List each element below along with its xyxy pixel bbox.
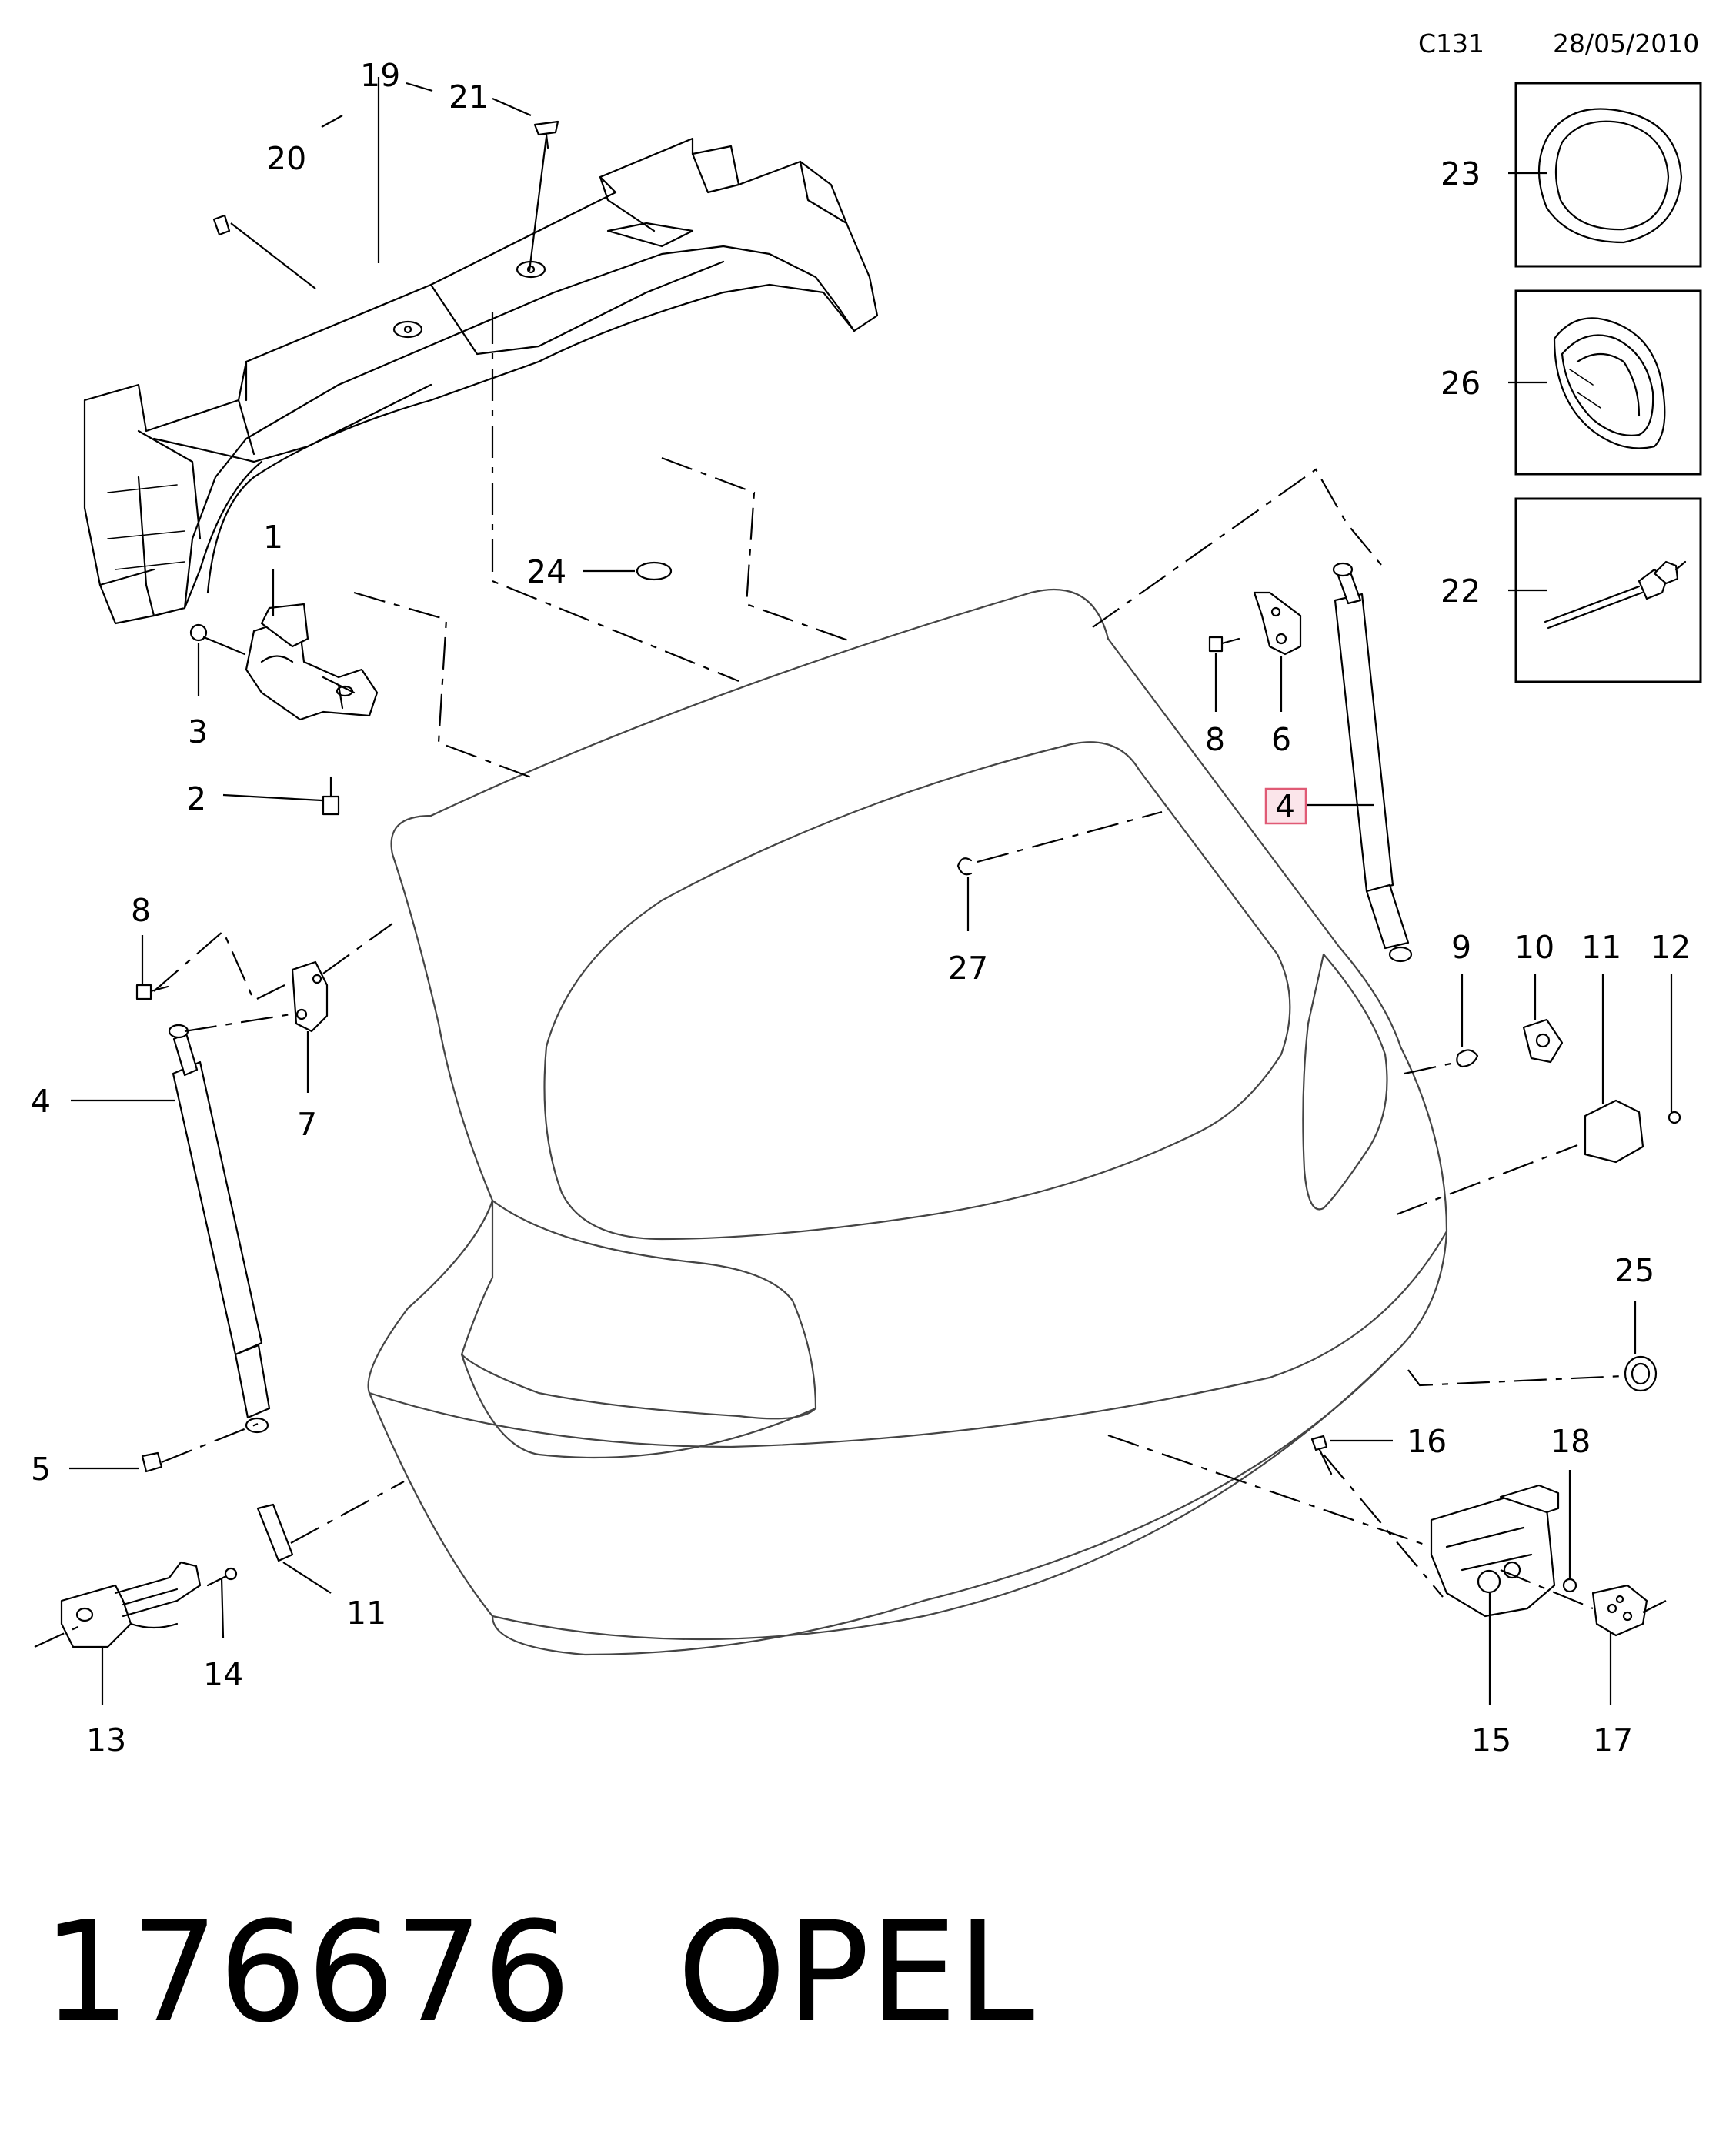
callout-labels: 19 21 20 23 26 22 1 24 3 8 6 2 4 8 9 10 …: [31, 57, 1691, 1759]
inset-seal-23: [1514, 82, 1702, 268]
gas-strut-left: [168, 1024, 271, 1434]
callout-25: 25: [1614, 1252, 1654, 1289]
callout-23: 23: [1441, 155, 1481, 192]
callout-15: 15: [1471, 1722, 1511, 1759]
leader-lines: [69, 77, 1673, 1705]
callout-19: 19: [360, 57, 400, 94]
callout-27: 27: [948, 950, 988, 987]
callout-16: 16: [1407, 1423, 1447, 1460]
tailgate-panel: [367, 588, 1448, 1656]
callout-9: 9: [1451, 929, 1471, 966]
callout-26: 26: [1441, 365, 1481, 402]
callout-17: 17: [1593, 1722, 1633, 1759]
callout-14: 14: [203, 1656, 243, 1693]
callout-7: 7: [297, 1106, 317, 1143]
callout-8-left: 8: [131, 892, 151, 929]
fasteners: [135, 120, 1681, 1593]
bracket-6: [1253, 591, 1302, 656]
bracket-7: [291, 960, 329, 1033]
callout-6: 6: [1271, 721, 1291, 758]
diagram-date: 28/05/2010: [1553, 28, 1699, 58]
callout-8-right: 8: [1205, 721, 1225, 758]
callout-11-left: 11: [346, 1595, 386, 1632]
callout-12: 12: [1651, 929, 1691, 966]
assembly-lines: [34, 312, 1667, 1648]
callout-10: 10: [1514, 929, 1554, 966]
part-number: 176676: [42, 1892, 571, 2053]
callout-4-right: 4: [1275, 788, 1295, 825]
striker-17: [1591, 1584, 1648, 1637]
hinge-left: [245, 603, 379, 721]
release-handle-13: [60, 1561, 202, 1648]
latch-15: [1430, 1484, 1560, 1618]
callout-3: 3: [188, 713, 208, 750]
callout-5: 5: [31, 1451, 51, 1488]
callout-24: 24: [526, 553, 566, 590]
gas-strut-right: [1332, 562, 1413, 963]
upper-trim-panel: [83, 137, 879, 625]
callout-21: 21: [449, 78, 489, 115]
diagram-code: C131: [1418, 28, 1484, 58]
callout-11-right: 11: [1581, 929, 1621, 966]
callout-22: 22: [1441, 573, 1481, 610]
callout-4-left: 4: [31, 1083, 51, 1120]
callout-1: 1: [263, 519, 283, 556]
callout-18: 18: [1551, 1423, 1591, 1460]
callout-13: 13: [86, 1722, 126, 1759]
highlight-box-part-4: [1264, 787, 1307, 825]
brand-name: OPEL: [677, 1892, 1034, 2053]
callout-20: 20: [266, 140, 306, 177]
callout-2: 2: [186, 780, 206, 817]
